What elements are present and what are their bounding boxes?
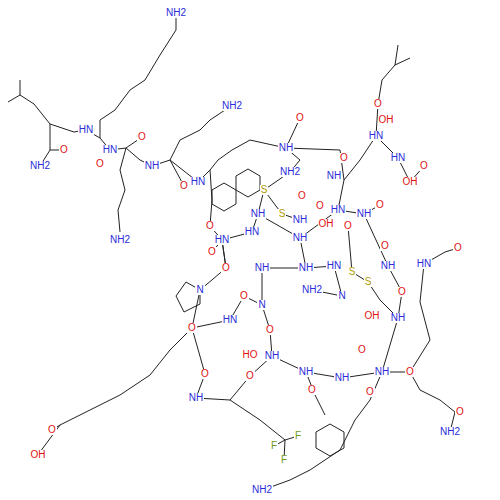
- atom-label: NH2: [279, 167, 301, 177]
- lower-bonds: [192, 328, 285, 440]
- atom-label: O: [375, 200, 385, 210]
- atom-label: HN: [102, 145, 118, 155]
- atom-label: O: [265, 325, 275, 335]
- atom-label: NH2: [301, 285, 323, 295]
- atom-label: HN: [214, 235, 230, 245]
- atom-label: NH: [298, 263, 314, 273]
- atom-label: N: [195, 285, 204, 295]
- atom-label: OH: [402, 177, 419, 187]
- atom-label: O: [187, 323, 197, 333]
- atom-label: NH: [292, 215, 308, 225]
- atom-label: NH: [334, 373, 350, 383]
- atom-label: OH: [378, 115, 395, 125]
- glutamine-chain: [382, 372, 455, 432]
- atom-label: O: [343, 221, 353, 231]
- atom-label: HN: [78, 125, 94, 135]
- atom-label: NH: [250, 209, 266, 219]
- macrocycle: [192, 210, 402, 378]
- atom-label: HN: [326, 261, 342, 271]
- upper-right-bonds: [338, 45, 424, 214]
- atom-label: OH: [364, 311, 381, 321]
- leucine-bonds: [8, 80, 86, 166]
- atom-label: NH: [264, 351, 280, 361]
- atom-label: NH2: [29, 161, 51, 171]
- lysine-chain: [100, 18, 176, 138]
- atom-label: NH: [254, 263, 270, 273]
- atom-label: O: [373, 99, 383, 109]
- atom-label: S: [348, 267, 357, 277]
- atom-label: O: [245, 371, 255, 381]
- atom-label: N: [337, 291, 346, 301]
- atom-label: HO: [242, 350, 259, 360]
- atom-label: NH2: [251, 485, 273, 495]
- atom-label: O: [239, 291, 249, 301]
- atom-label: OH: [318, 219, 335, 229]
- atom-label: F: [280, 455, 288, 465]
- atom-label: HN: [244, 227, 260, 237]
- atom-label: NH2: [221, 101, 243, 111]
- atom-label: F: [294, 431, 302, 441]
- atom-label: HN: [390, 153, 406, 163]
- top-center-bonds: [232, 118, 344, 220]
- atom-label: O: [200, 369, 210, 379]
- atom-label: S: [278, 209, 287, 219]
- atom-label: O: [380, 241, 390, 251]
- atom-label: O: [295, 113, 305, 123]
- atom-label: HN: [190, 177, 206, 187]
- acetyl-bonds: [410, 248, 458, 372]
- atom-label: O: [419, 161, 429, 171]
- atom-label: NH2: [439, 427, 461, 437]
- atom-label: O: [207, 247, 217, 257]
- atom-label: HN: [416, 259, 432, 269]
- atom-label: HN: [368, 131, 384, 141]
- cross-ring-bonds: [262, 226, 398, 318]
- phenyl-ring: [306, 372, 344, 456]
- atom-label: O: [179, 181, 189, 191]
- atom-label: HN: [222, 315, 238, 325]
- atom-label: NH: [356, 209, 372, 219]
- atom-label: O: [453, 243, 463, 253]
- atom-label: NH: [278, 143, 294, 153]
- atom-label: OH: [30, 450, 47, 460]
- atom-label: NH: [298, 367, 314, 377]
- atom-label: NH: [326, 171, 342, 181]
- atom-label: S: [364, 277, 373, 287]
- atom-label: NH: [374, 367, 390, 377]
- atom-label: N: [257, 300, 266, 310]
- atom-label: NH: [380, 261, 396, 271]
- atom-label: NH: [188, 393, 204, 403]
- atom-label: NH: [390, 313, 406, 323]
- atom-label: O: [397, 287, 407, 297]
- atom-label: NH: [292, 233, 308, 243]
- atom-label: S: [260, 185, 269, 195]
- atom-label: O: [307, 385, 317, 395]
- lysine-chain: [170, 108, 228, 160]
- glutamate-chain: [40, 328, 192, 452]
- atom-label: NH: [144, 161, 160, 171]
- atom-label: O: [339, 153, 349, 163]
- atom-label: O: [405, 367, 415, 377]
- atom-label: O: [59, 145, 69, 155]
- atom-label: O: [137, 132, 147, 142]
- atom-label: O: [47, 425, 57, 435]
- atom-label: F: [270, 441, 278, 451]
- lysine-chain: [118, 148, 126, 232]
- atom-label: O: [455, 407, 465, 417]
- lysine-chain: [268, 372, 382, 488]
- atom-label: O: [297, 191, 307, 201]
- atom-label: O: [315, 201, 325, 211]
- atom-label: O: [95, 159, 105, 169]
- atom-label: O: [205, 221, 215, 231]
- atom-label: O: [221, 263, 231, 273]
- indole-ring: [212, 169, 260, 211]
- atom-label: HN: [330, 205, 346, 215]
- atom-label: NH2: [165, 8, 187, 18]
- atom-label: NH2: [109, 235, 131, 245]
- atom-label: O: [365, 387, 375, 397]
- atom-label: O: [357, 345, 367, 355]
